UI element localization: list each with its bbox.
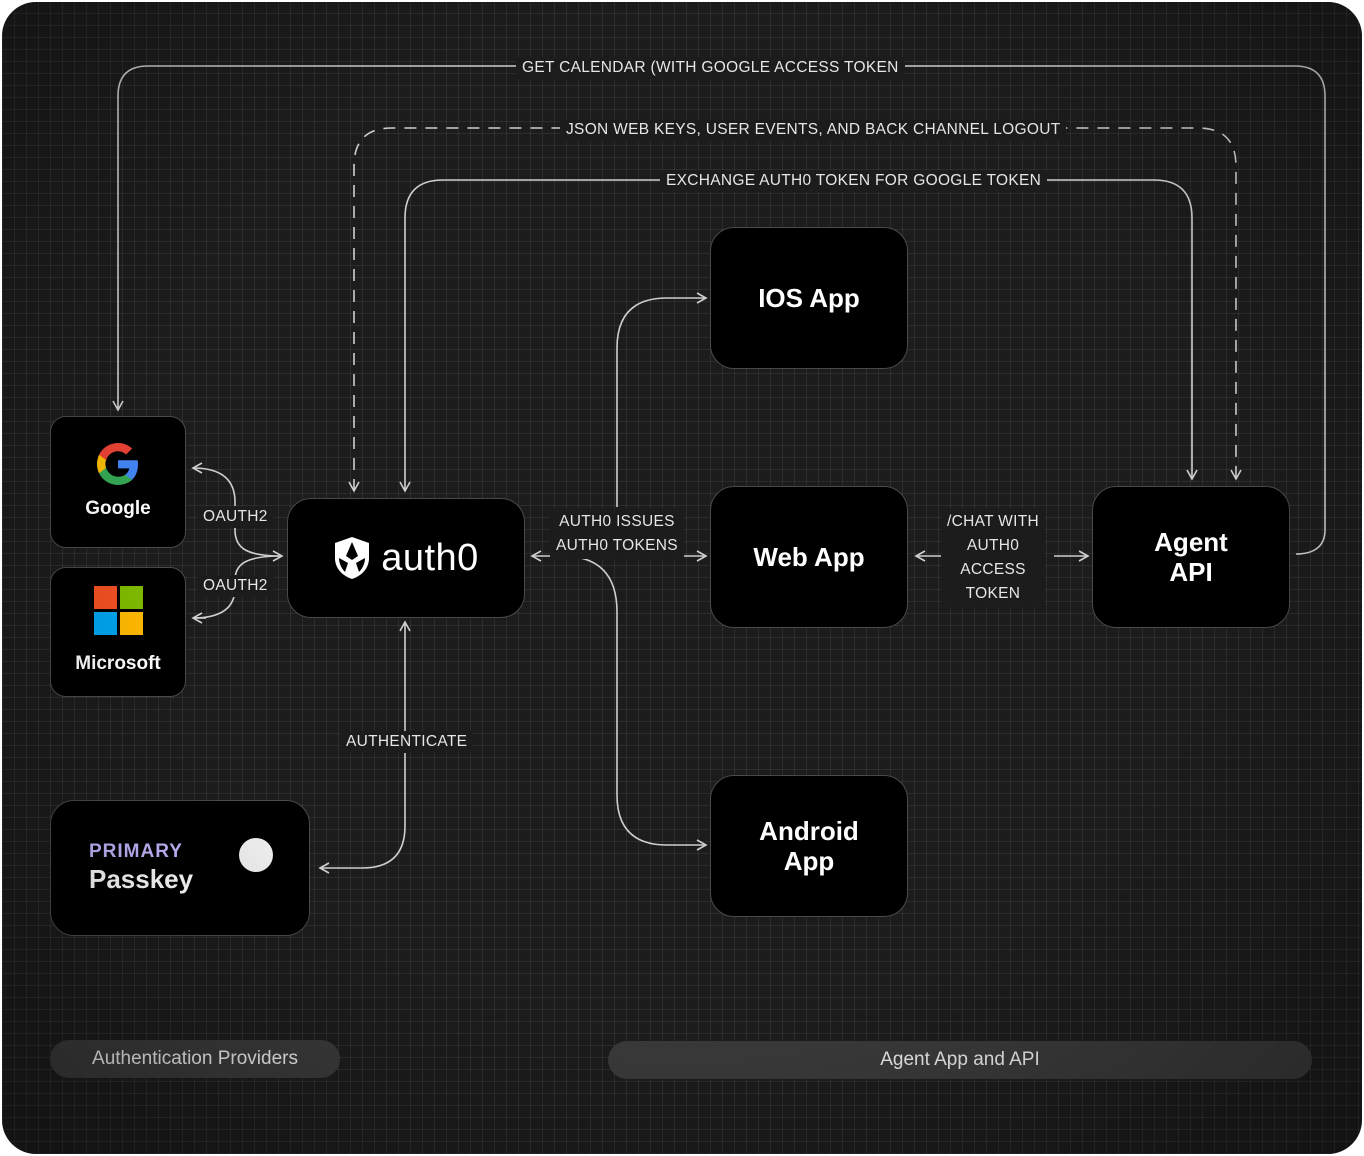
microsoft-label: Microsoft [75,652,161,674]
android-app-node[interactable]: Android App [710,775,908,917]
microsoft-provider-node[interactable]: Microsoft [50,567,186,697]
label-authenticate: AUTHENTICATE [340,731,474,753]
edge-to-ios [616,292,708,507]
label-oauth2-google: OAUTH2 [197,506,274,528]
passkey-tag: PRIMARY [89,841,183,862]
group-authentication-providers: Authentication Providers [50,1040,340,1078]
ios-app-label: IOS App [758,283,860,313]
edge-json-web-keys [348,127,1242,493]
microsoft-square-yellow [119,611,143,635]
auth0-node[interactable]: auth0 [287,498,525,618]
auth0-shield-icon [335,537,370,579]
google-g-icon [97,443,138,485]
web-app-node[interactable]: Web App [710,486,908,628]
ios-app-node[interactable]: IOS App [710,227,908,369]
microsoft-square-blue [93,611,117,635]
agent-api-node[interactable]: Agent API [1092,486,1290,628]
label-exchange-token: EXCHANGE AUTH0 TOKEN FOR GOOGLE TOKEN [660,170,1048,192]
passkey-label: Passkey [89,864,194,894]
auth0-wordmark: auth0 [381,537,479,579]
web-app-label: Web App [753,542,865,572]
label-get-calendar: GET CALENDAR (WITH GOOGLE ACCESS TOKEN [516,57,905,79]
android-app-label: Android App [759,816,859,876]
label-oauth2-microsoft: OAUTH2 [197,575,274,597]
edge-to-android [561,555,708,851]
agent-api-label: Agent API [1154,527,1228,587]
edge-get-calendar [112,65,1326,555]
microsoft-square-green [119,585,143,609]
passkey-toggle-dot-icon [239,838,273,872]
edge-authenticate [318,620,411,874]
label-auth0-issues: AUTH0 ISSUES AUTH0 TOKENS [550,509,684,559]
microsoft-square-red [93,585,117,609]
google-provider-node[interactable]: Google [50,416,186,548]
google-label: Google [85,498,151,519]
microsoft-logo-icon [93,585,143,635]
label-json-web-keys: JSON WEB KEYS, USER EVENTS, AND BACK CHA… [560,119,1067,141]
label-chat-with-token: /CHAT WITH AUTH0 ACCESS TOKEN [941,509,1045,607]
group-agent-app-and-api: Agent App and API [608,1041,1312,1079]
passkey-node[interactable]: PRIMARY Passkey [50,800,310,936]
